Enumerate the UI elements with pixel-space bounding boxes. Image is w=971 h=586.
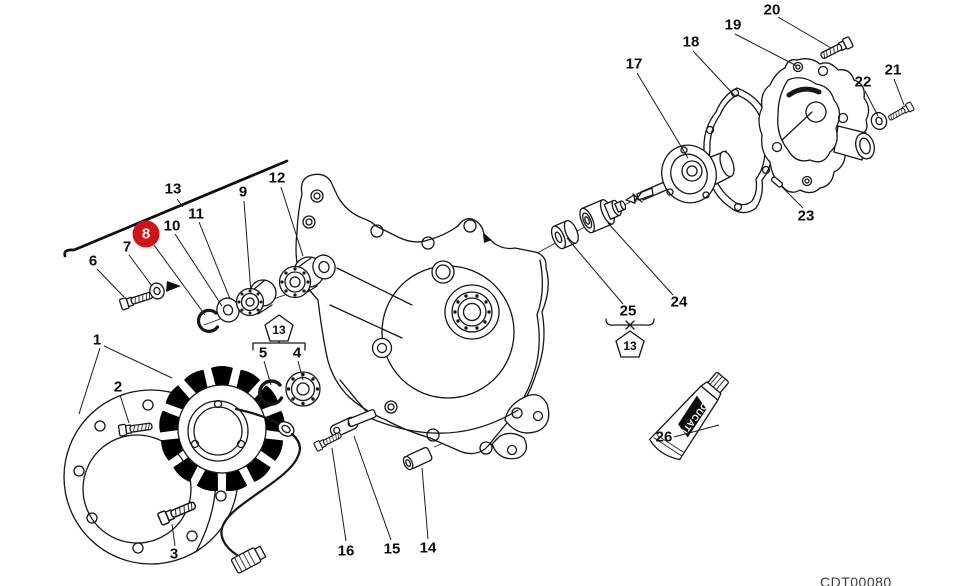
- callout-19[interactable]: 19: [724, 16, 742, 34]
- circlip-5: [258, 379, 284, 406]
- washer-7: [149, 282, 165, 300]
- callout-17[interactable]: 17: [625, 55, 643, 73]
- callout-2[interactable]: 2: [113, 378, 123, 396]
- badge-13-left-label: 13: [272, 323, 286, 337]
- callout-18[interactable]: 18: [682, 33, 700, 51]
- callout-26[interactable]: 26: [655, 428, 673, 446]
- circlip-8: [196, 308, 220, 333]
- group-line-13: [63, 159, 289, 258]
- watermark-code: CDT00080: [820, 574, 892, 586]
- callout-22[interactable]: 22: [854, 73, 872, 91]
- callout-20[interactable]: 20: [763, 1, 781, 19]
- stator: [158, 366, 302, 574]
- callout-3[interactable]: 3: [169, 545, 179, 563]
- callout-12[interactable]: 12: [268, 169, 286, 187]
- leader-lines: [78, 16, 905, 547]
- callout-8-highlighted[interactable]: 8: [132, 220, 160, 248]
- bearing-9: [235, 279, 277, 317]
- cover-bearing: [451, 291, 493, 333]
- pump-cover-19: [758, 58, 875, 194]
- cable-connector: [230, 545, 267, 574]
- washer-12b: [312, 254, 336, 280]
- callout-4[interactable]: 4: [292, 344, 302, 362]
- callout-15[interactable]: 15: [383, 540, 401, 558]
- cover-bolt-holes: [302, 189, 544, 456]
- callout-16[interactable]: 16: [337, 542, 355, 560]
- callout-25[interactable]: 25: [619, 302, 637, 320]
- cable-guide-15: [329, 409, 377, 438]
- callout-6[interactable]: 6: [88, 252, 98, 270]
- callout-13[interactable]: 13: [164, 180, 182, 198]
- callout-24[interactable]: 24: [670, 293, 688, 311]
- pin-23: [770, 176, 784, 188]
- engine-cover: [295, 173, 550, 460]
- callout-9[interactable]: 9: [238, 183, 248, 201]
- callout-7[interactable]: 7: [122, 238, 132, 256]
- bearing-4: [285, 371, 321, 407]
- badge-13-right: 13: [605, 318, 655, 358]
- callout-11[interactable]: 11: [188, 205, 204, 223]
- callout-10[interactable]: 10: [163, 217, 181, 235]
- highlight-arrow: [166, 281, 181, 292]
- callout-14[interactable]: 14: [419, 539, 437, 557]
- dowel-14: [402, 446, 433, 471]
- callout-21[interactable]: 21: [884, 61, 902, 79]
- pump-outlet: [833, 125, 875, 161]
- callout-5[interactable]: 5: [258, 344, 268, 362]
- callout-23[interactable]: 23: [797, 207, 815, 225]
- badge-13-right-label: 13: [623, 339, 637, 353]
- sealant-tube-26: DUCATI: [648, 372, 729, 461]
- pump-body-17: [625, 144, 735, 204]
- washer-22: [870, 111, 888, 131]
- callout-1[interactable]: 1: [92, 331, 102, 349]
- badge-13-left: 13: [252, 314, 306, 351]
